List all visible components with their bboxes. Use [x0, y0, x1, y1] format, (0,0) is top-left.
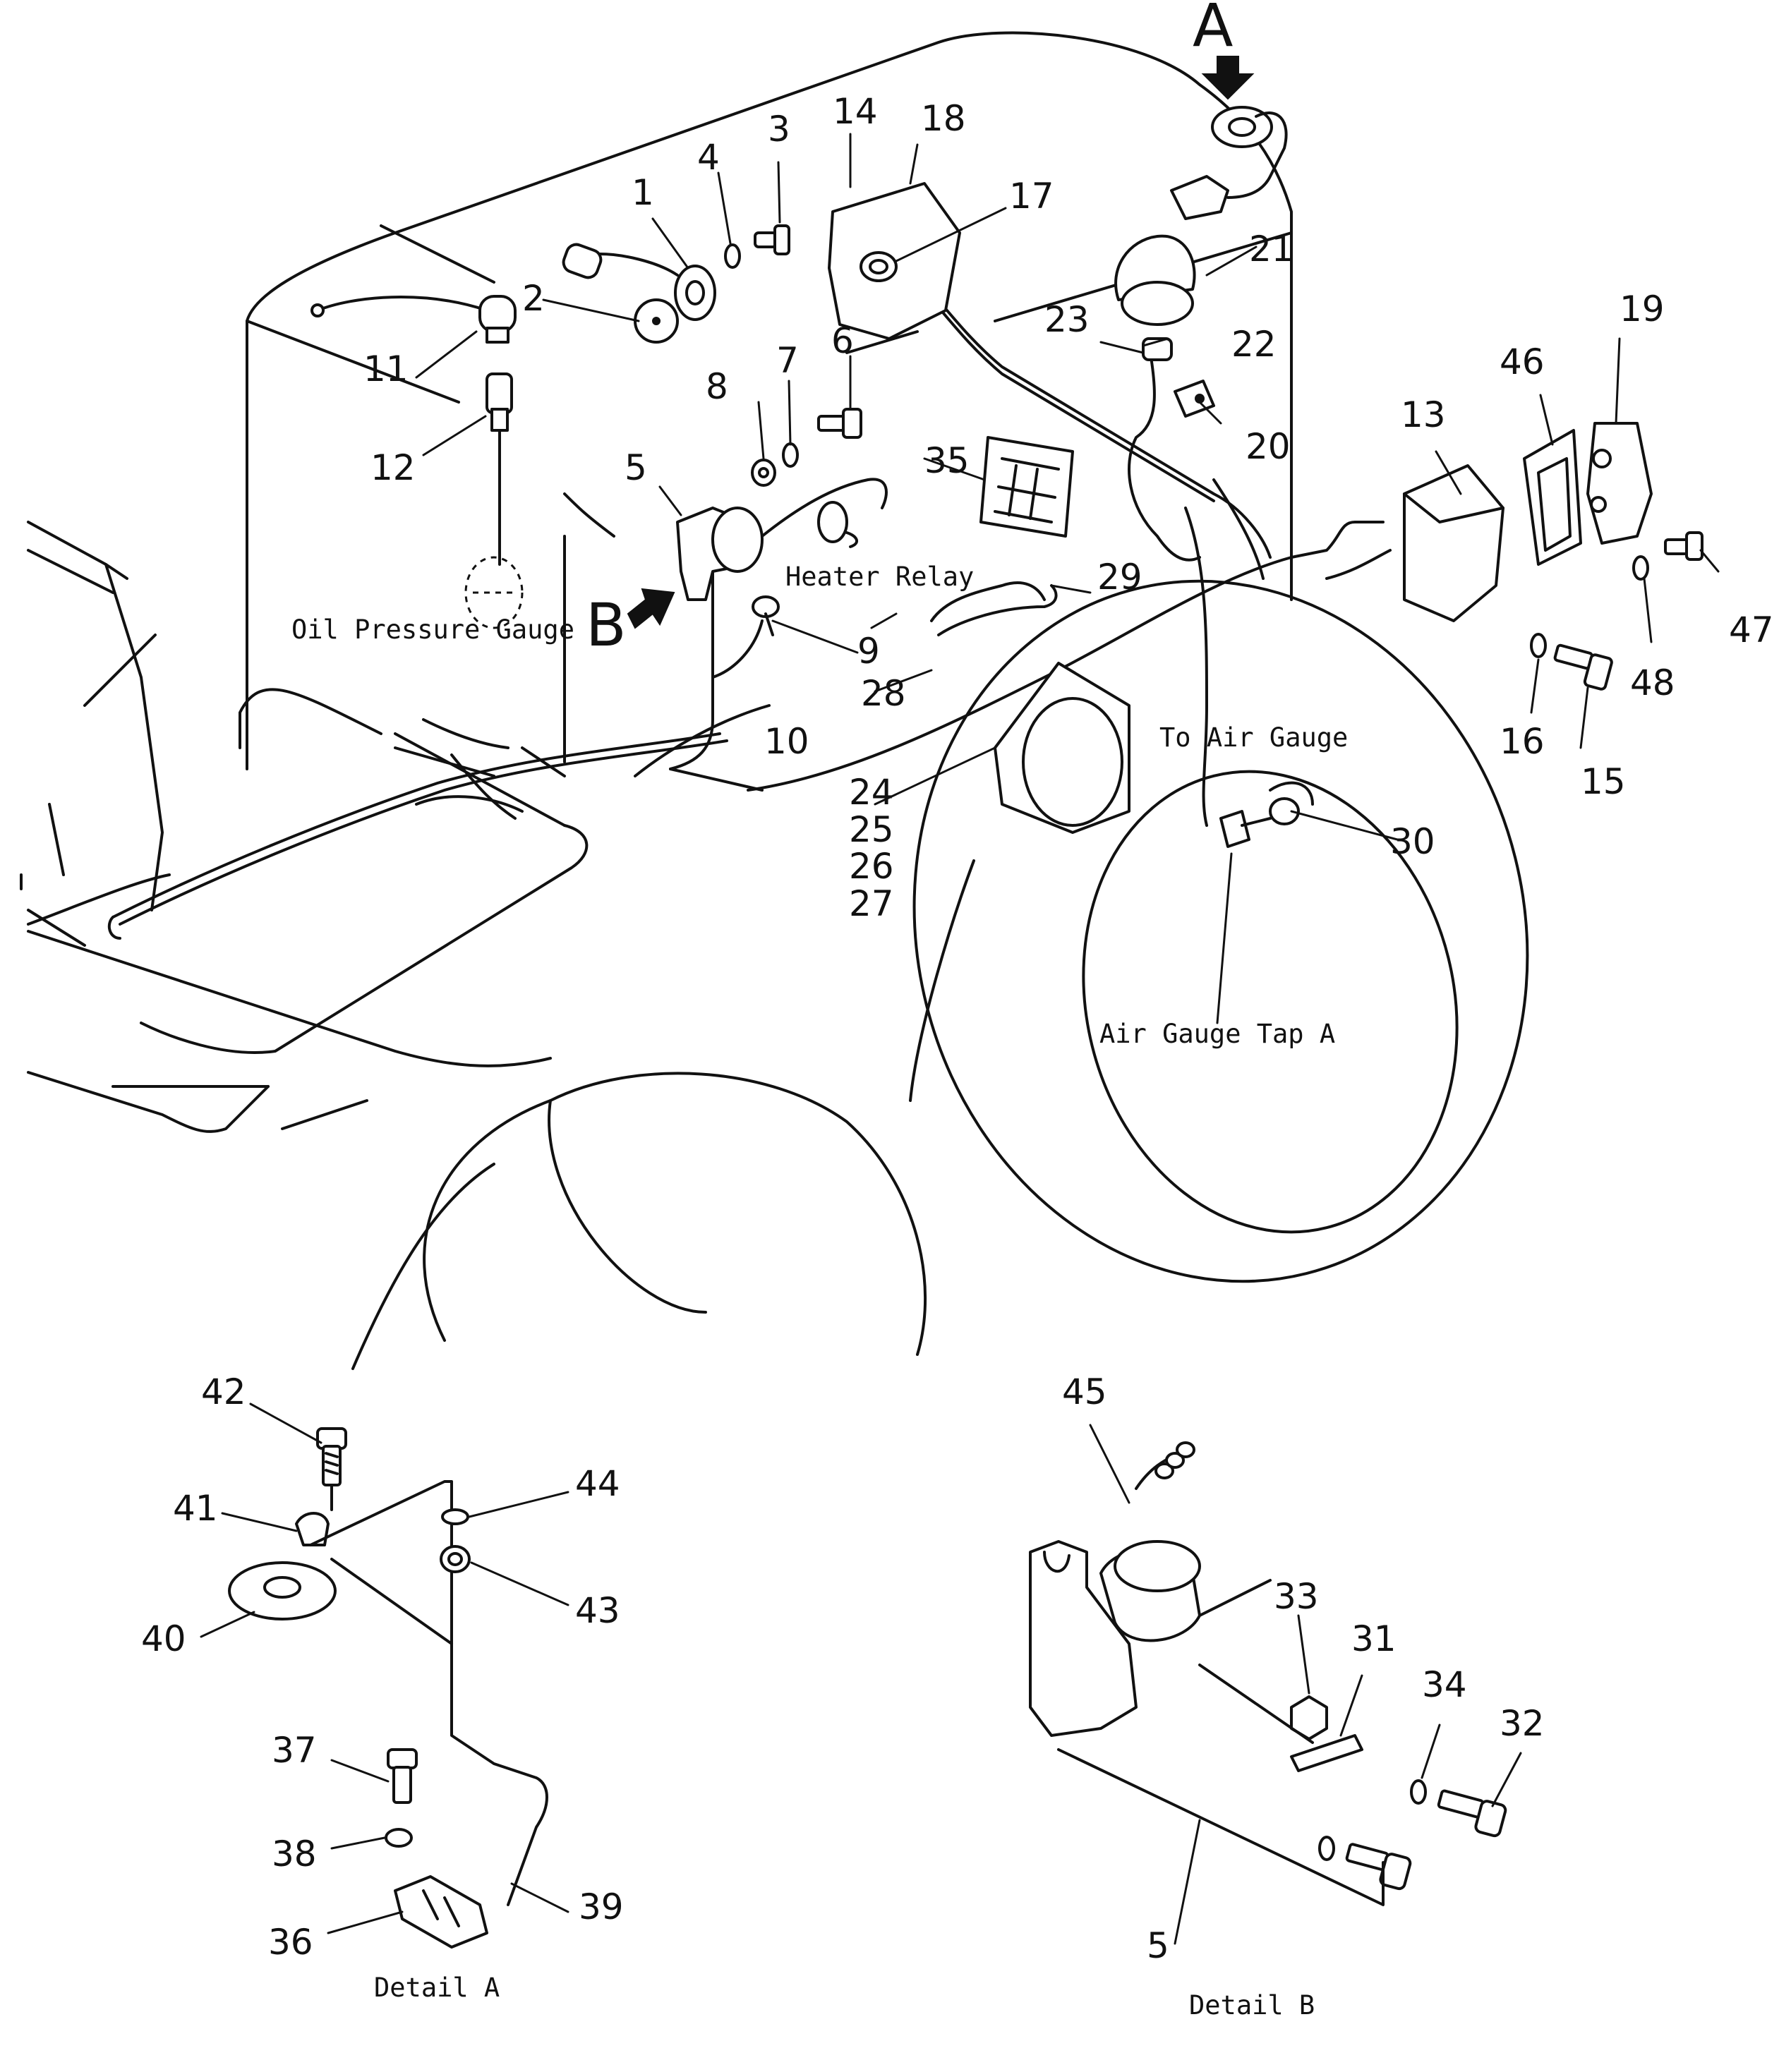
part-3-screw: [754, 224, 790, 255]
callout-5: 5: [625, 447, 647, 488]
callout-26: 26: [849, 846, 894, 887]
part-11-sender: [310, 295, 517, 344]
part-12-adapter: [486, 372, 513, 566]
machine-body-outline: [20, 31, 1293, 1133]
callout-21: 21: [1249, 229, 1294, 269]
part-13-box: [1403, 464, 1504, 622]
part-5-relay: [676, 478, 888, 601]
part-10-wire: [711, 619, 764, 679]
callout-35: 35: [924, 440, 970, 481]
front-tire: [351, 1072, 927, 1370]
callout-45: 45: [1062, 1371, 1107, 1412]
callout-9: 9: [857, 631, 880, 672]
callout-4: 4: [697, 137, 720, 178]
callout-42: 42: [201, 1371, 246, 1412]
air-gauge-tap-label: Air Gauge Tap A: [1099, 1019, 1335, 1049]
part-35-bracket: [979, 436, 1074, 538]
rear-tire: [909, 579, 1529, 1283]
callout-39: 39: [579, 1886, 624, 1927]
callout-numbers: 1 2 3 4 5 6 7 8 9 10 11 12 13 14 15 16 1…: [141, 91, 1774, 1966]
callout-15: 15: [1581, 761, 1626, 802]
part-15-bolt: [1553, 643, 1613, 691]
oil-pressure-gauge-label: Oil Pressure Gauge: [291, 614, 574, 645]
part-7-washer: [782, 442, 799, 468]
part-46-gasket: [1523, 429, 1582, 566]
callout-34: 34: [1422, 1664, 1467, 1705]
leader-lines: [200, 133, 1720, 1945]
heater-relay-label: Heater Relay: [785, 562, 974, 592]
callout-23: 23: [1044, 299, 1090, 340]
part-9-clip: [752, 595, 780, 636]
callout-16: 16: [1500, 721, 1545, 762]
callout-40: 40: [141, 1618, 186, 1659]
callout-11: 11: [363, 349, 409, 389]
view-a-arrow: [1201, 56, 1255, 100]
callout-19: 19: [1620, 289, 1665, 329]
detail-b-drawing: [1029, 1441, 1507, 1906]
part-6-bolt: [817, 408, 862, 439]
callout-37: 37: [272, 1730, 317, 1771]
part-21-lamp: [1114, 234, 1196, 326]
callout-43: 43: [575, 1590, 620, 1631]
to-air-gauge-label: To Air Gauge: [1159, 722, 1348, 753]
callout-41: 41: [173, 1488, 218, 1529]
part-24-lower-box: [994, 662, 1130, 834]
text-labels: Oil Pressure Gauge Heater Relay To Air G…: [291, 0, 1348, 2020]
callout-6: 6: [831, 320, 854, 361]
callout-14: 14: [833, 91, 878, 132]
callout-30: 30: [1390, 821, 1435, 862]
part-4-washer: [724, 243, 741, 269]
oil-pressure-port: [464, 556, 524, 629]
part-16-washer: [1530, 633, 1547, 658]
callout-27: 27: [849, 883, 894, 924]
view-a-component: [1170, 106, 1288, 220]
callout-3: 3: [768, 109, 790, 150]
callout-2: 2: [522, 278, 545, 319]
part-2-plate: [634, 298, 679, 344]
callout-47: 47: [1729, 610, 1774, 650]
callout-36: 36: [268, 1922, 313, 1963]
view-b-arrow: [627, 588, 675, 629]
callout-10: 10: [764, 721, 809, 762]
detail-a-label: Detail A: [374, 1973, 500, 2003]
detail-b-label: Detail B: [1189, 1990, 1315, 2020]
callout-17: 17: [1009, 176, 1054, 217]
callout-25: 25: [849, 809, 894, 850]
part-30-tap: [1219, 781, 1314, 848]
detail-a-drawing: [228, 1427, 548, 1949]
callout-18: 18: [921, 98, 966, 139]
callout-5-detail-b: 5: [1147, 1925, 1169, 1966]
part-14-gauge-housing: [828, 182, 961, 340]
heater-relay-part: [817, 501, 858, 548]
callout-44: 44: [575, 1463, 620, 1504]
callout-8: 8: [706, 366, 728, 407]
view-a-letter: A: [1193, 0, 1233, 60]
callout-22: 22: [1231, 324, 1277, 365]
part-47-screw: [1664, 531, 1703, 561]
callout-46: 46: [1500, 341, 1545, 382]
part-1-switch: [562, 243, 716, 321]
callout-24: 24: [849, 772, 894, 813]
callout-31: 31: [1351, 1618, 1397, 1659]
part-48-washer: [1632, 555, 1649, 581]
callout-38: 38: [272, 1834, 317, 1874]
part-19-lamp: [1586, 422, 1653, 545]
callout-28: 28: [861, 673, 906, 714]
callout-29: 29: [1097, 557, 1142, 598]
part-28-29-wire: [930, 581, 1058, 636]
callout-32: 32: [1500, 1703, 1545, 1744]
callout-33: 33: [1274, 1576, 1319, 1617]
view-b-letter: B: [586, 590, 627, 660]
callout-7: 7: [776, 340, 799, 381]
callout-48: 48: [1630, 662, 1675, 703]
callout-20: 20: [1246, 426, 1291, 467]
callout-1: 1: [632, 172, 654, 213]
wiring-harness: [107, 260, 1392, 940]
callout-13: 13: [1401, 394, 1446, 435]
callout-12: 12: [370, 447, 416, 488]
part-8-nut: [751, 459, 776, 487]
